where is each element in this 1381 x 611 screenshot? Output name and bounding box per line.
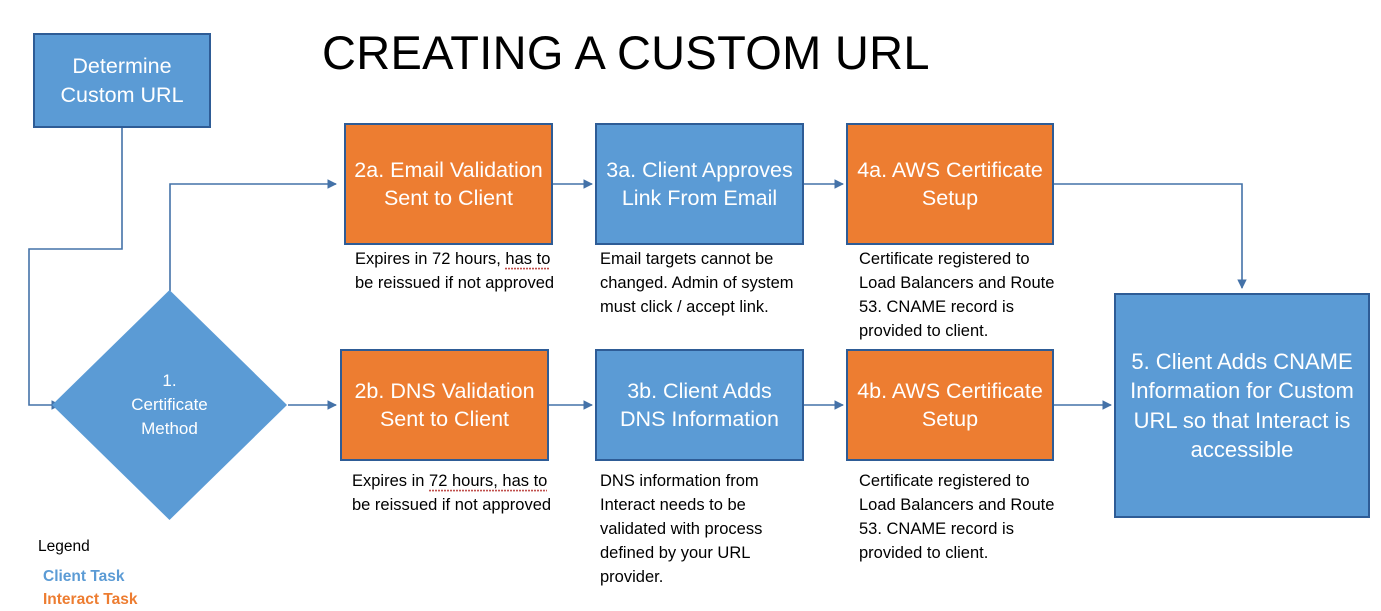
- node-label: 4a. AWS Certificate Setup: [857, 157, 1043, 210]
- caption-under-2b: Expires in 72 hours, has to be reissued …: [352, 470, 557, 518]
- node-label: 2b. DNS Validation Sent to Client: [354, 378, 535, 431]
- node-step-2a-email-validation[interactable]: 2a. Email Validation Sent to Client: [344, 123, 553, 245]
- connector-4a-to-5: [1054, 183, 1247, 289]
- diamond-label-group: 1. Certificate Method: [52, 290, 287, 520]
- diamond-label-line-1: 1.: [162, 370, 177, 390]
- legend-item-client-task: Client Task: [43, 567, 125, 585]
- node-label: 2a. Email Validation Sent to Client: [354, 157, 543, 210]
- node-step-2b-dns-validation[interactable]: 2b. DNS Validation Sent to Client: [340, 349, 549, 461]
- caption-under-3b: DNS information from Interact needs to b…: [600, 472, 763, 586]
- legend-item-interact-task: Interact Task: [43, 590, 138, 608]
- caption-text-post: be reissued if not approved: [352, 495, 552, 514]
- node-label: 3b. Client Adds DNS Information: [620, 378, 779, 431]
- node-step-5-client-adds-cname[interactable]: 5. Client Adds CNAME Information for Cus…: [1114, 293, 1370, 518]
- legend: Legend Client Task Interact Task: [38, 536, 137, 611]
- node-step-3b-client-adds-dns-info[interactable]: 3b. Client Adds DNS Information: [595, 349, 804, 461]
- caption-text-pre: Expires in: [352, 472, 430, 490]
- node-label: 5. Client Adds CNAME Information for Cus…: [1130, 349, 1354, 462]
- node-step-4b-aws-certificate-setup[interactable]: 4b. AWS Certificate Setup: [846, 349, 1054, 461]
- page-title: CREATING A CUSTOM URL: [322, 26, 930, 79]
- node-determine-custom-url[interactable]: Determine Custom URL: [33, 33, 211, 128]
- caption-text-pre: Expires in 72 hours,: [355, 250, 506, 268]
- connector-decision-to-2a: [169, 179, 337, 291]
- caption-text-post: be reissued if not approved: [355, 273, 555, 292]
- diamond-label-line-3: Method: [141, 419, 198, 439]
- node-label: Determine Custom URL: [60, 54, 184, 107]
- node-step-3a-client-approves-link[interactable]: 3a. Client Approves Link From Email: [595, 123, 804, 245]
- node-certificate-method-decision[interactable]: 1. Certificate Method: [52, 290, 287, 520]
- caption-under-4a: Certificate registered to Load Balancers…: [859, 250, 1055, 340]
- node-label: 4b. AWS Certificate Setup: [857, 378, 1043, 431]
- node-label: 3a. Client Approves Link From Email: [606, 157, 793, 210]
- diamond-label-line-2: Certificate: [131, 394, 208, 414]
- caption-under-3a: Email targets cannot be changed. Admin o…: [600, 250, 794, 316]
- caption-text-misspelled: 72 hours, has to: [429, 472, 548, 492]
- legend-heading: Legend: [38, 538, 90, 555]
- caption-under-2a: Expires in 72 hours, has to be reissued …: [355, 248, 555, 296]
- caption-under-4b: Certificate registered to Load Balancers…: [859, 472, 1055, 562]
- node-step-4a-aws-certificate-setup[interactable]: 4a. AWS Certificate Setup: [846, 123, 1054, 245]
- caption-text-misspelled: has to: [505, 250, 551, 270]
